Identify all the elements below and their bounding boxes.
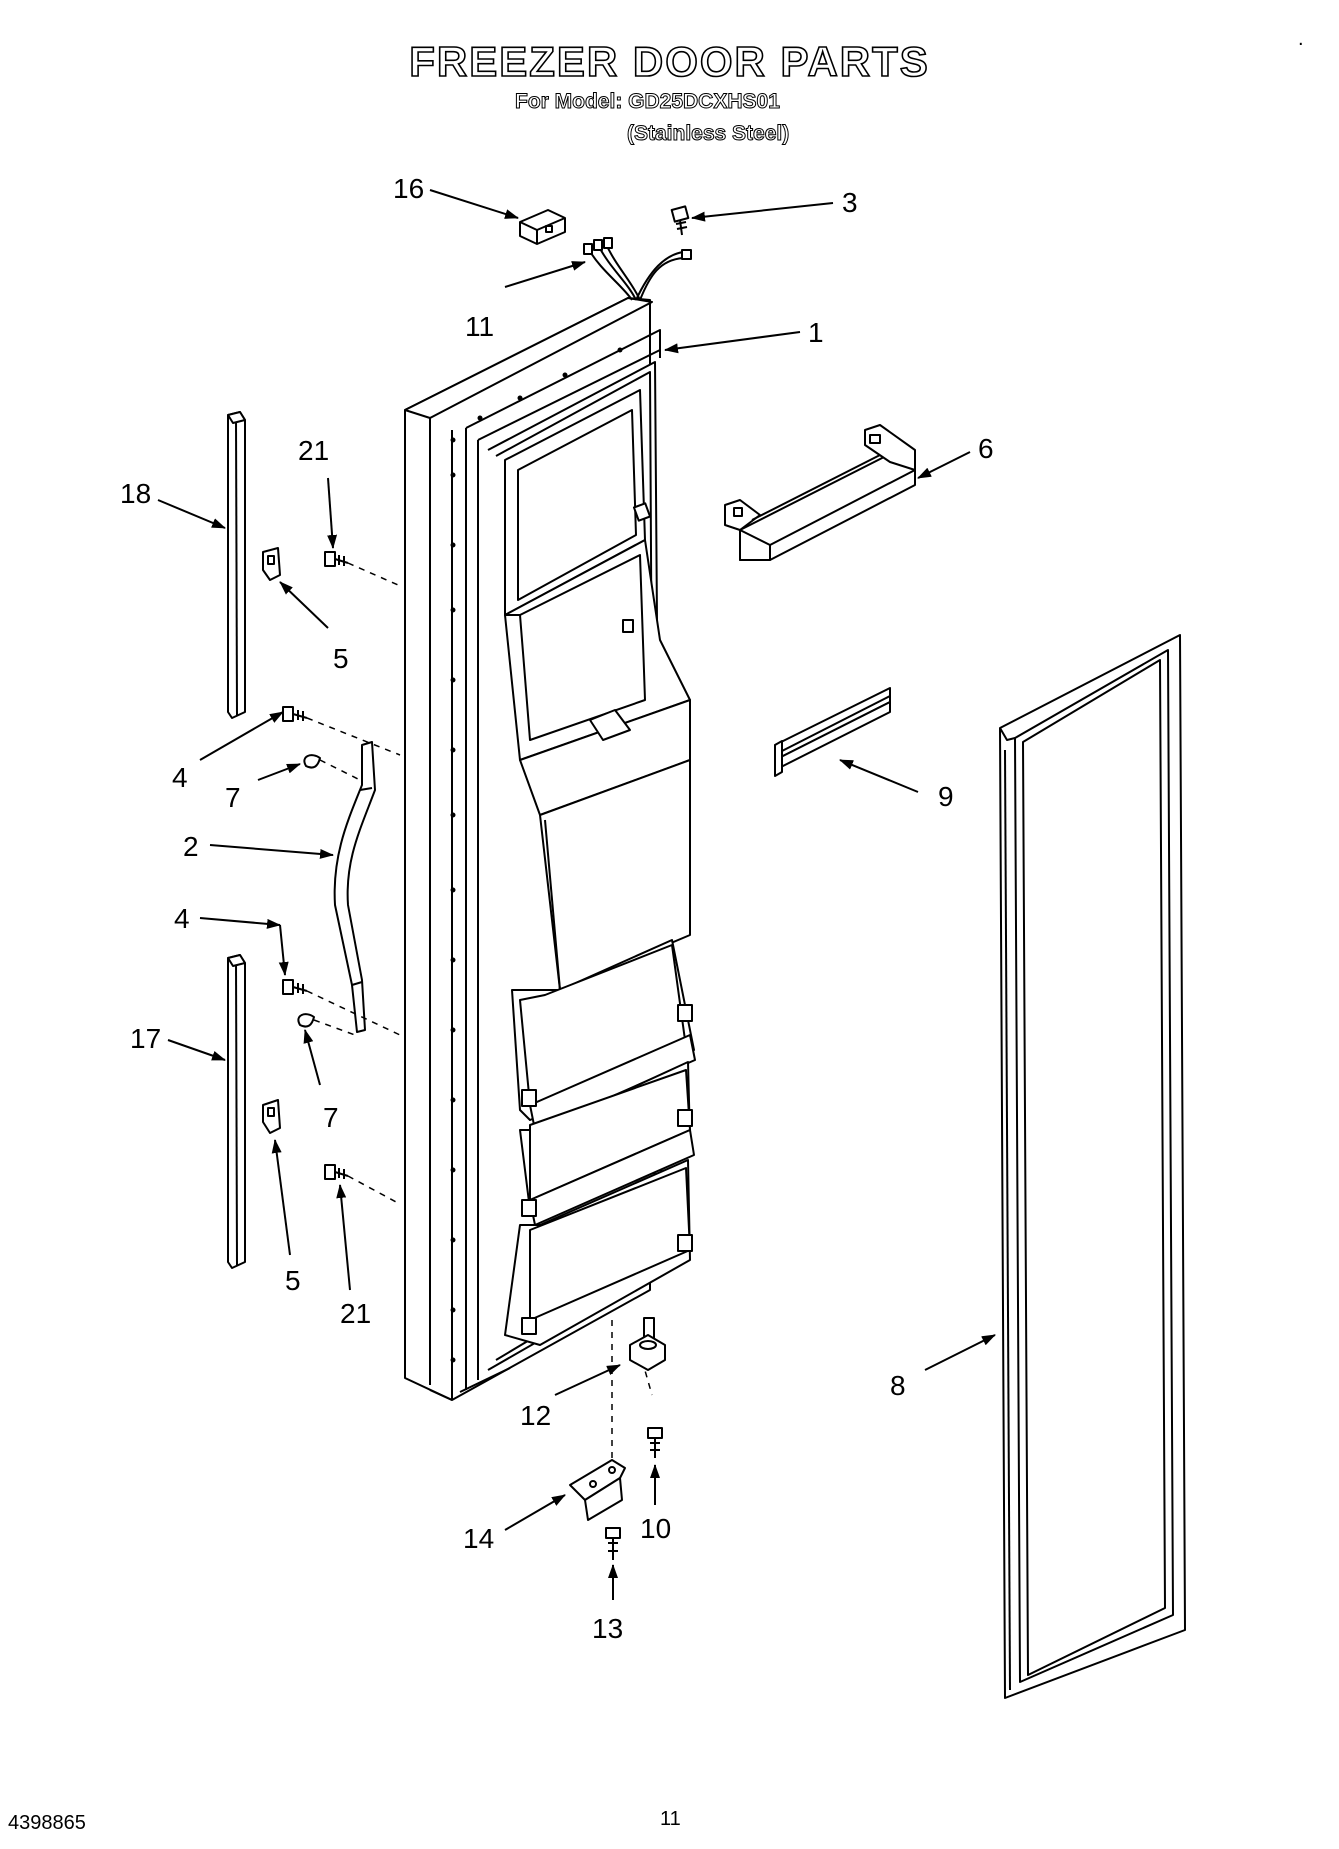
dispenser-recess — [504, 389, 691, 991]
clip-5-upper — [262, 547, 281, 581]
corner-mark: . — [1298, 28, 1304, 50]
door-bins — [504, 939, 696, 1346]
clip-5-lower — [262, 1099, 281, 1134]
model-line: For Model: GD25DCXHS01 — [515, 90, 781, 114]
doc-number: 4398865 — [8, 1812, 86, 1834]
callout-labels: 16 3 11 1 21 18 6 5 4 7 2 9 4 17 7 5 21 … — [120, 173, 994, 1644]
screw-4-upper — [282, 706, 308, 722]
callout-7-upper: 7 — [225, 782, 241, 813]
page-title: FREEZER DOOR PARTS — [408, 37, 930, 86]
callout-21-upper: 21 — [298, 435, 329, 466]
screw-4-lower — [282, 979, 308, 995]
callout-17: 17 — [130, 1023, 161, 1054]
callout-6: 6 — [978, 433, 994, 464]
callout-16: 16 — [393, 173, 424, 204]
callout-7-lower: 7 — [323, 1102, 339, 1133]
trim-strip-9 — [774, 687, 891, 777]
hinge-14 — [569, 1459, 626, 1521]
connector-16 — [519, 209, 566, 245]
callout-2: 2 — [183, 831, 199, 862]
spacer-7-upper — [303, 754, 321, 769]
door-handle-2 — [333, 741, 376, 1033]
callout-5-upper: 5 — [333, 643, 349, 674]
handle-trim-18 — [227, 411, 246, 719]
callout-14: 14 — [463, 1523, 494, 1554]
screw-21-lower — [324, 1164, 349, 1180]
callout-4-lower: 4 — [174, 903, 190, 934]
page-number: 11 — [660, 1808, 681, 1830]
callout-8: 8 — [890, 1370, 906, 1401]
handle-trim-17 — [227, 954, 246, 1269]
screw-3 — [670, 205, 690, 236]
wire-harness-11 — [583, 237, 692, 301]
callout-11: 11 — [465, 311, 494, 342]
callout-5-lower: 5 — [285, 1265, 301, 1296]
callout-21-lower: 21 — [340, 1298, 371, 1329]
callout-4-upper: 4 — [172, 762, 188, 793]
screw-10 — [647, 1427, 663, 1458]
callout-13: 13 — [592, 1613, 623, 1644]
callout-1: 1 — [808, 317, 824, 348]
screw-13 — [605, 1527, 621, 1560]
screw-21-upper — [324, 551, 349, 567]
hinge-pin-12 — [629, 1317, 666, 1371]
finish-line: (Stainless Steel) — [626, 122, 790, 146]
callout-12: 12 — [520, 1400, 551, 1431]
door-gasket-8 — [999, 634, 1186, 1699]
door-shelf-6 — [724, 424, 916, 561]
callout-18: 18 — [120, 478, 151, 509]
callout-3: 3 — [842, 187, 858, 218]
leader-arrows — [157, 189, 996, 1600]
callout-10: 10 — [640, 1513, 671, 1544]
spacer-7-lower — [297, 1013, 315, 1028]
callout-9: 9 — [938, 781, 954, 812]
